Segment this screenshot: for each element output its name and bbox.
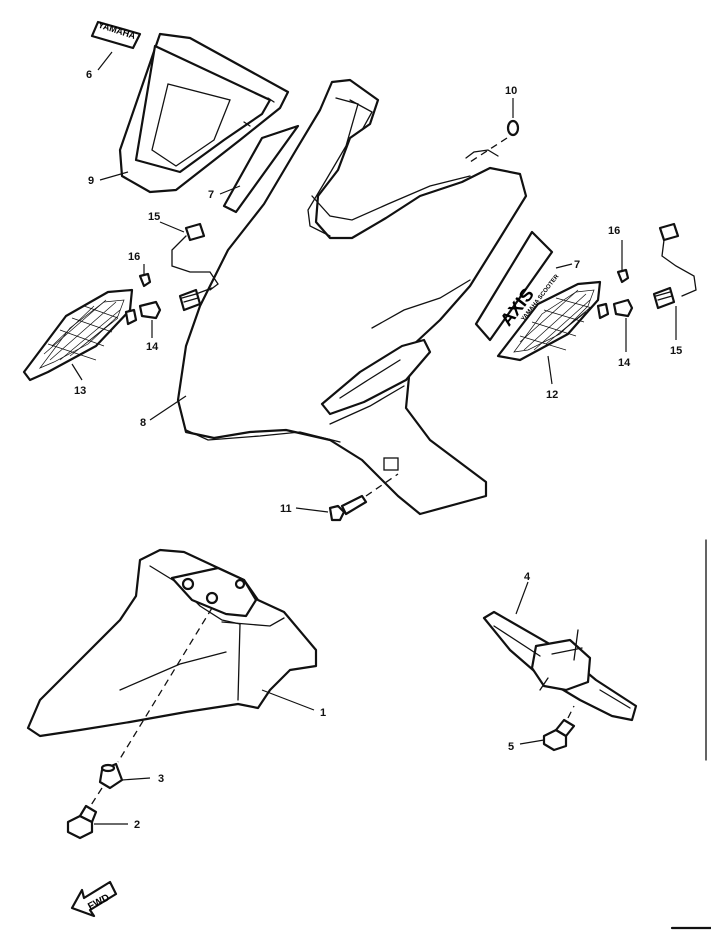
callout-7-left: 7 [208, 189, 214, 201]
bolt-2 [66, 804, 128, 840]
callout-6: 6 [86, 69, 92, 81]
callout-1: 1 [320, 707, 326, 719]
callout-12: 12 [546, 389, 558, 401]
callout-13: 13 [74, 385, 86, 397]
callout-8: 8 [140, 417, 146, 429]
bolt-5 [519, 705, 576, 752]
screw-16-left [138, 264, 152, 288]
callout-9: 9 [88, 175, 94, 187]
fender-brace [482, 581, 638, 722]
callout-15-left: 15 [148, 211, 160, 223]
callout-4: 4 [524, 571, 531, 583]
callout-10: 10 [505, 85, 517, 97]
yamaha-emblem: YAMAHA [90, 20, 142, 71]
front-fender [26, 548, 318, 763]
socket-right [652, 222, 697, 340]
screw-16-right [616, 240, 630, 284]
callout-2: 2 [134, 819, 140, 831]
callout-3: 3 [158, 773, 164, 785]
callout-15-right: 15 [670, 345, 682, 357]
bulb-right [612, 298, 634, 352]
callout-5: 5 [508, 741, 514, 753]
callout-16-right: 16 [608, 225, 620, 237]
front-cover-upper [99, 32, 290, 194]
nut-10 [469, 98, 520, 163]
callout-11: 11 [280, 503, 292, 515]
socket-left [159, 221, 219, 312]
bulb-left [138, 300, 162, 338]
callout-16-left: 16 [128, 251, 140, 263]
sticker-left [219, 124, 300, 214]
flasher-left [22, 288, 138, 382]
fwd-arrow-icon: FWD [70, 880, 118, 918]
front-cover-main [149, 78, 528, 516]
screw-11 [295, 473, 399, 522]
callout-14-left: 14 [146, 341, 159, 353]
collar-3 [83, 762, 151, 817]
callout-7-right: 7 [574, 259, 580, 271]
callout-14-right: 14 [618, 357, 631, 369]
flasher-right [496, 280, 610, 385]
